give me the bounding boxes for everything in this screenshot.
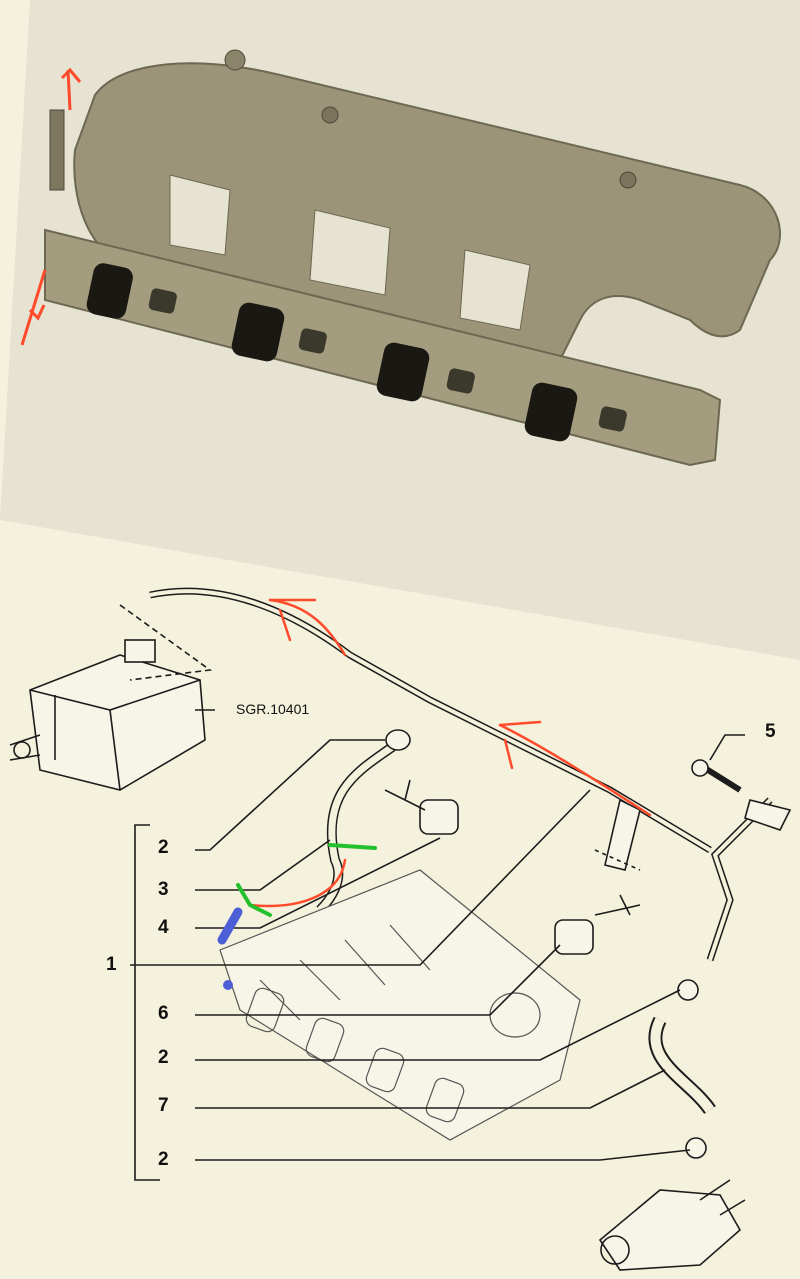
expansion-tank-icon bbox=[9, 639, 206, 791]
callout-2-lower: 2 bbox=[158, 1149, 169, 1170]
thermostat-housing-icon bbox=[598, 1179, 746, 1271]
callout-3: 3 bbox=[158, 879, 169, 900]
callout-5: 5 bbox=[765, 721, 776, 742]
callout-2-upper: 2 bbox=[158, 837, 169, 858]
callout-4: 4 bbox=[158, 917, 169, 938]
callout-1: 1 bbox=[106, 954, 117, 975]
intake-manifold-photo bbox=[0, 0, 800, 660]
reference-label-sgr: SGR.10401 bbox=[236, 701, 310, 717]
callout-6: 6 bbox=[158, 1003, 169, 1024]
coolant-hose-assembly-diagram bbox=[9, 587, 792, 1271]
callout-2-middle: 2 bbox=[158, 1047, 169, 1068]
callout-7: 7 bbox=[158, 1095, 169, 1116]
